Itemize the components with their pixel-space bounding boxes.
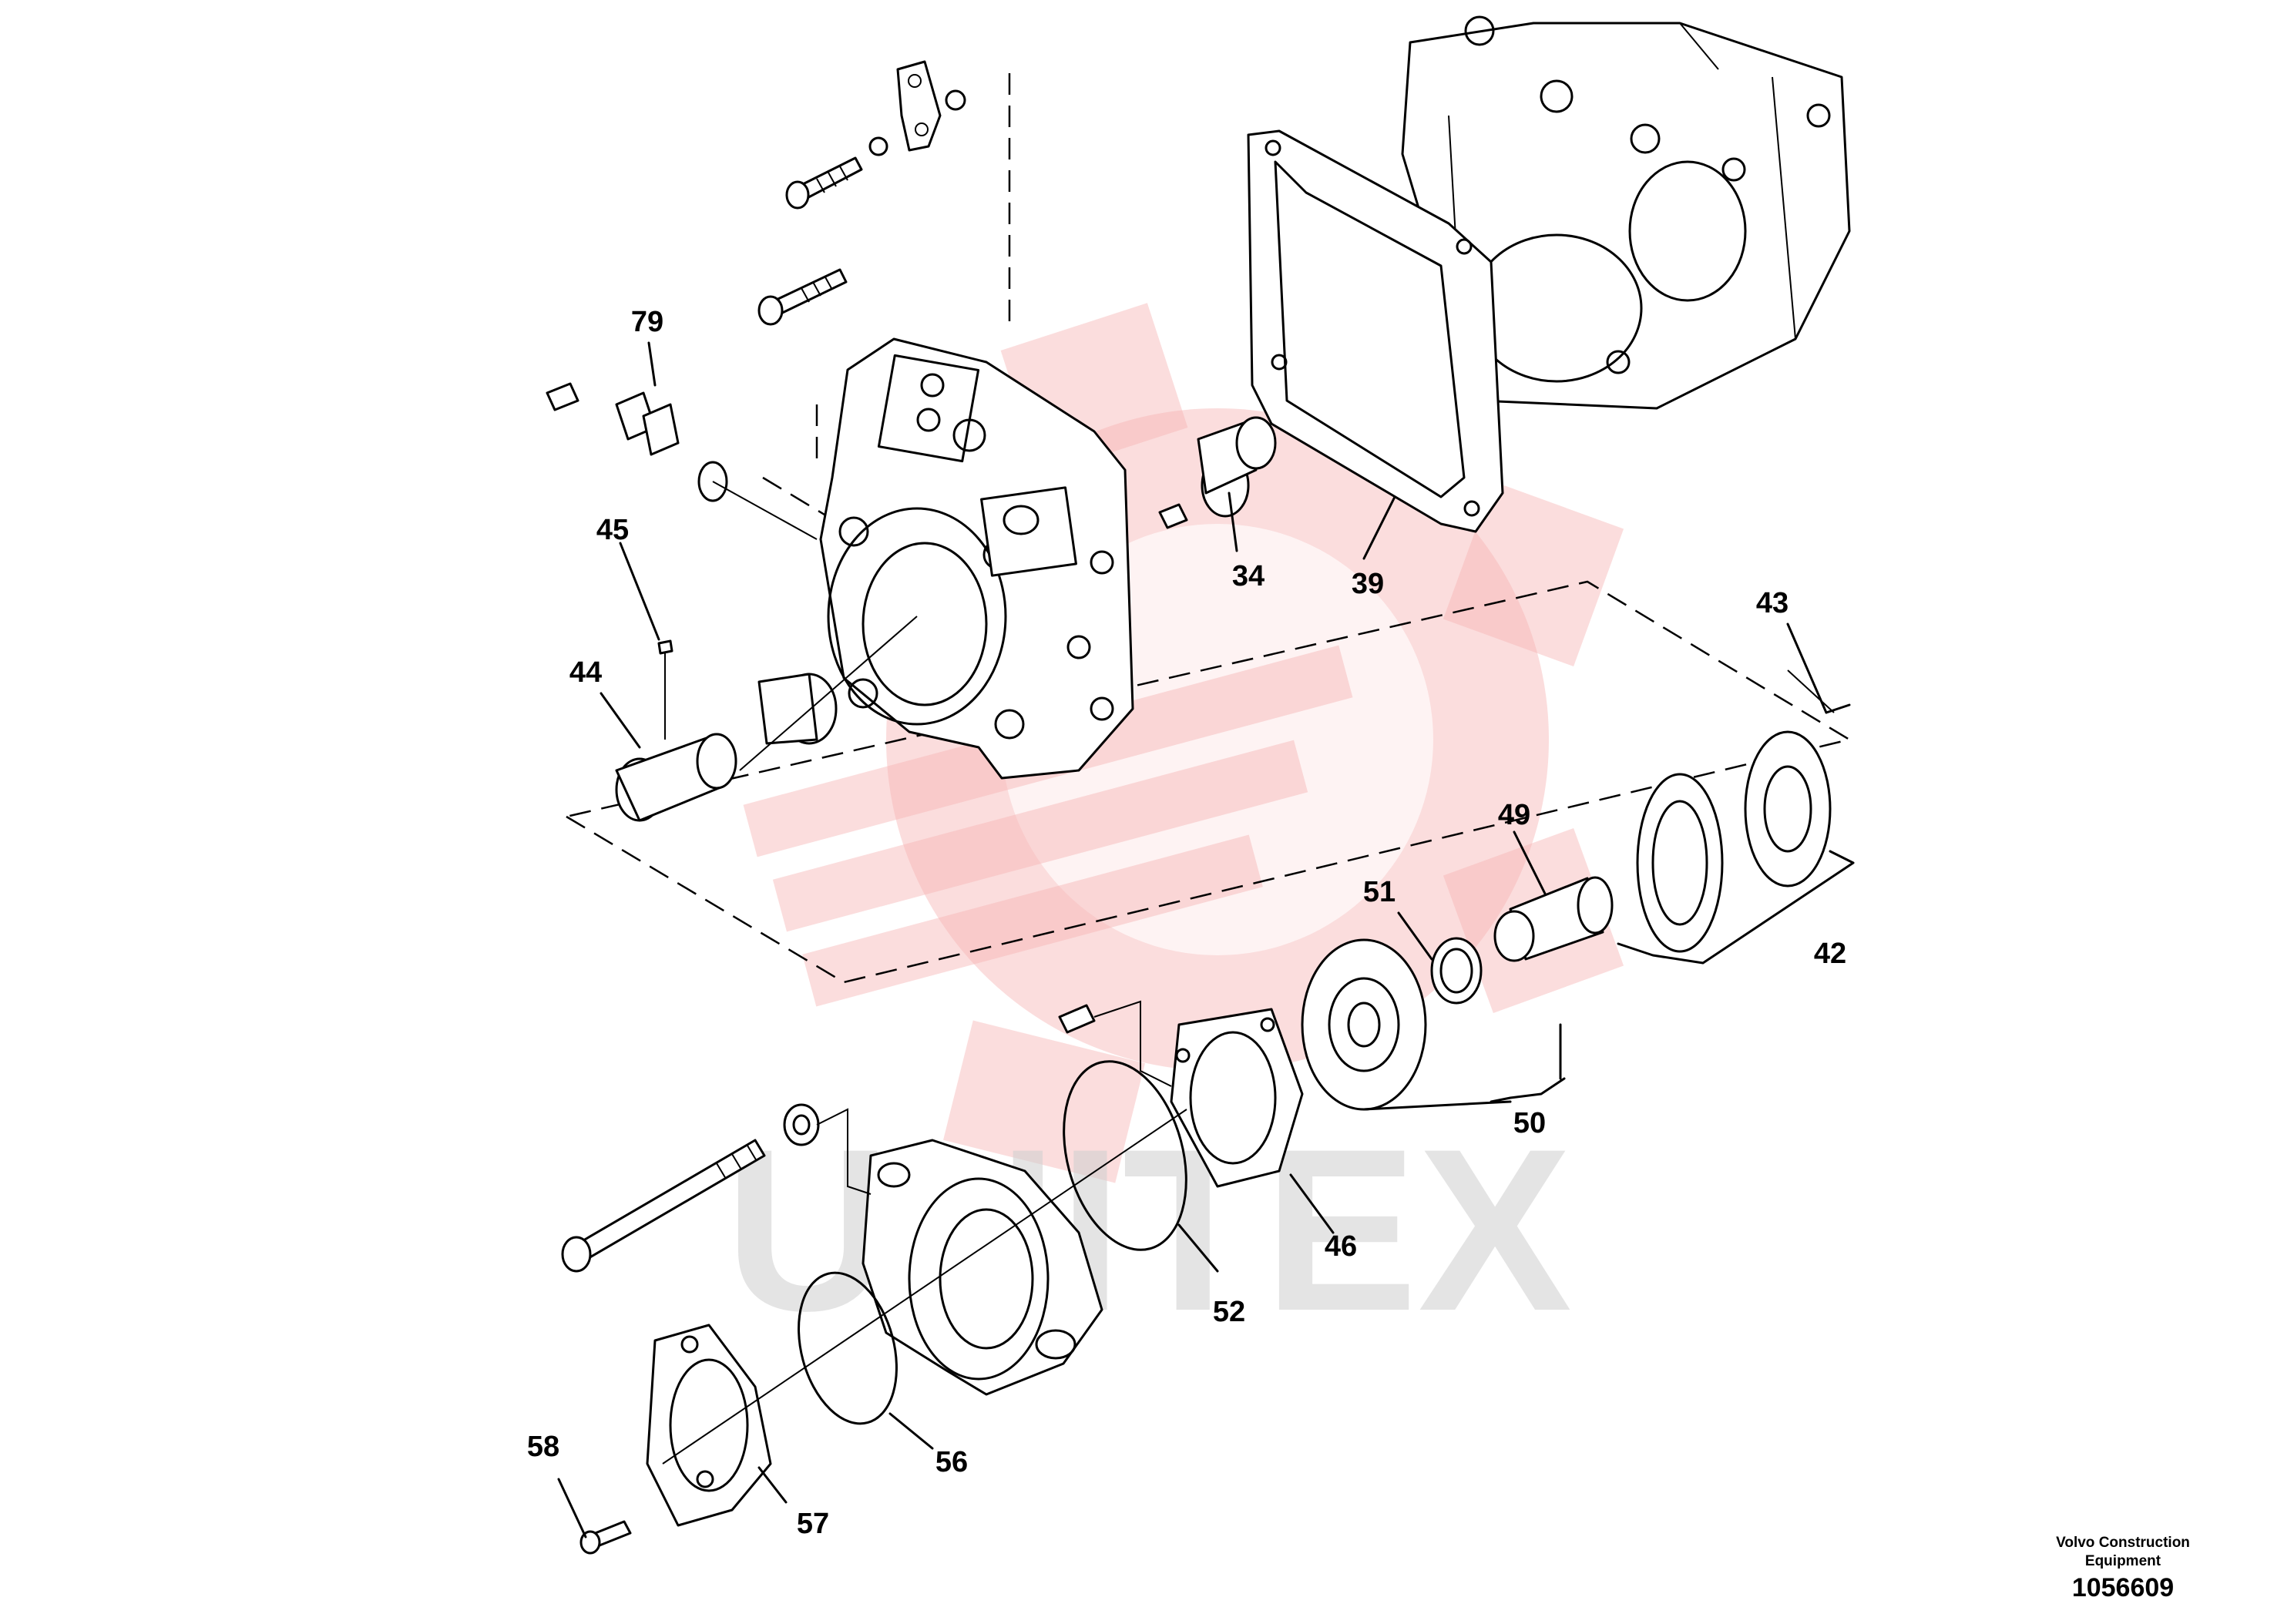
label-34: 34: [1232, 560, 1265, 592]
leader-lines: [557, 341, 1855, 1538]
plate-46: [1170, 1008, 1304, 1188]
bushing-34: [1197, 416, 1277, 518]
part-labels: 79 45 44 34 39 43 49 51 42 50 46 52 56 5…: [527, 306, 1846, 1540]
company-name-line2: Equipment: [2084, 1553, 2161, 1569]
drawing-reference: Volvo Construction Equipment 1056609: [2023, 1534, 2223, 1605]
label-57: 57: [797, 1508, 829, 1540]
label-42: 42: [1814, 938, 1846, 970]
plug-79: [546, 382, 728, 502]
pump-housing-center: [819, 337, 1134, 780]
label-45: 45: [596, 514, 629, 546]
flange-housing: [862, 1139, 1103, 1396]
screw-58: [579, 1520, 632, 1555]
label-44: 44: [569, 656, 602, 689]
washer-lower: [783, 1103, 820, 1146]
bolt-top-lower: [757, 268, 848, 326]
sleeve-44: [615, 733, 737, 822]
drawing-number: 1056609: [2071, 1573, 2175, 1602]
label-56: 56: [935, 1446, 968, 1478]
gasket-39: [1247, 129, 1504, 533]
o-ring-56: [798, 1271, 898, 1425]
pin-43: [1825, 703, 1851, 714]
pump-housing-upper-right: [1401, 15, 1851, 410]
o-ring-52: [1063, 1060, 1187, 1251]
cover-50: [1301, 938, 1427, 1111]
label-51: 51: [1363, 876, 1396, 908]
label-58: 58: [527, 1431, 559, 1463]
watermark-text: UNITEX: [724, 1100, 1574, 1359]
cover-plate-57: [646, 1324, 772, 1527]
label-46: 46: [1325, 1230, 1357, 1263]
pin-45: [657, 639, 673, 740]
label-49: 49: [1498, 799, 1530, 831]
coupling-49: [1493, 876, 1614, 962]
ring-51: [1430, 937, 1483, 1005]
ring-near-44: [757, 673, 838, 745]
company-name-line1: Volvo Construction: [2056, 1535, 2190, 1551]
bearing-assembly-42: [1636, 730, 1832, 953]
label-79: 79: [631, 306, 663, 338]
label-50: 50: [1513, 1107, 1546, 1139]
bolt-small-middle: [1058, 1004, 1096, 1034]
bolt-top-upper: [785, 156, 863, 210]
label-43: 43: [1756, 587, 1789, 619]
small-screw: [1158, 503, 1188, 529]
bolt-long: [561, 1139, 766, 1273]
label-52: 52: [1213, 1296, 1245, 1328]
bracket-plate: [868, 60, 966, 156]
label-39: 39: [1352, 568, 1384, 600]
